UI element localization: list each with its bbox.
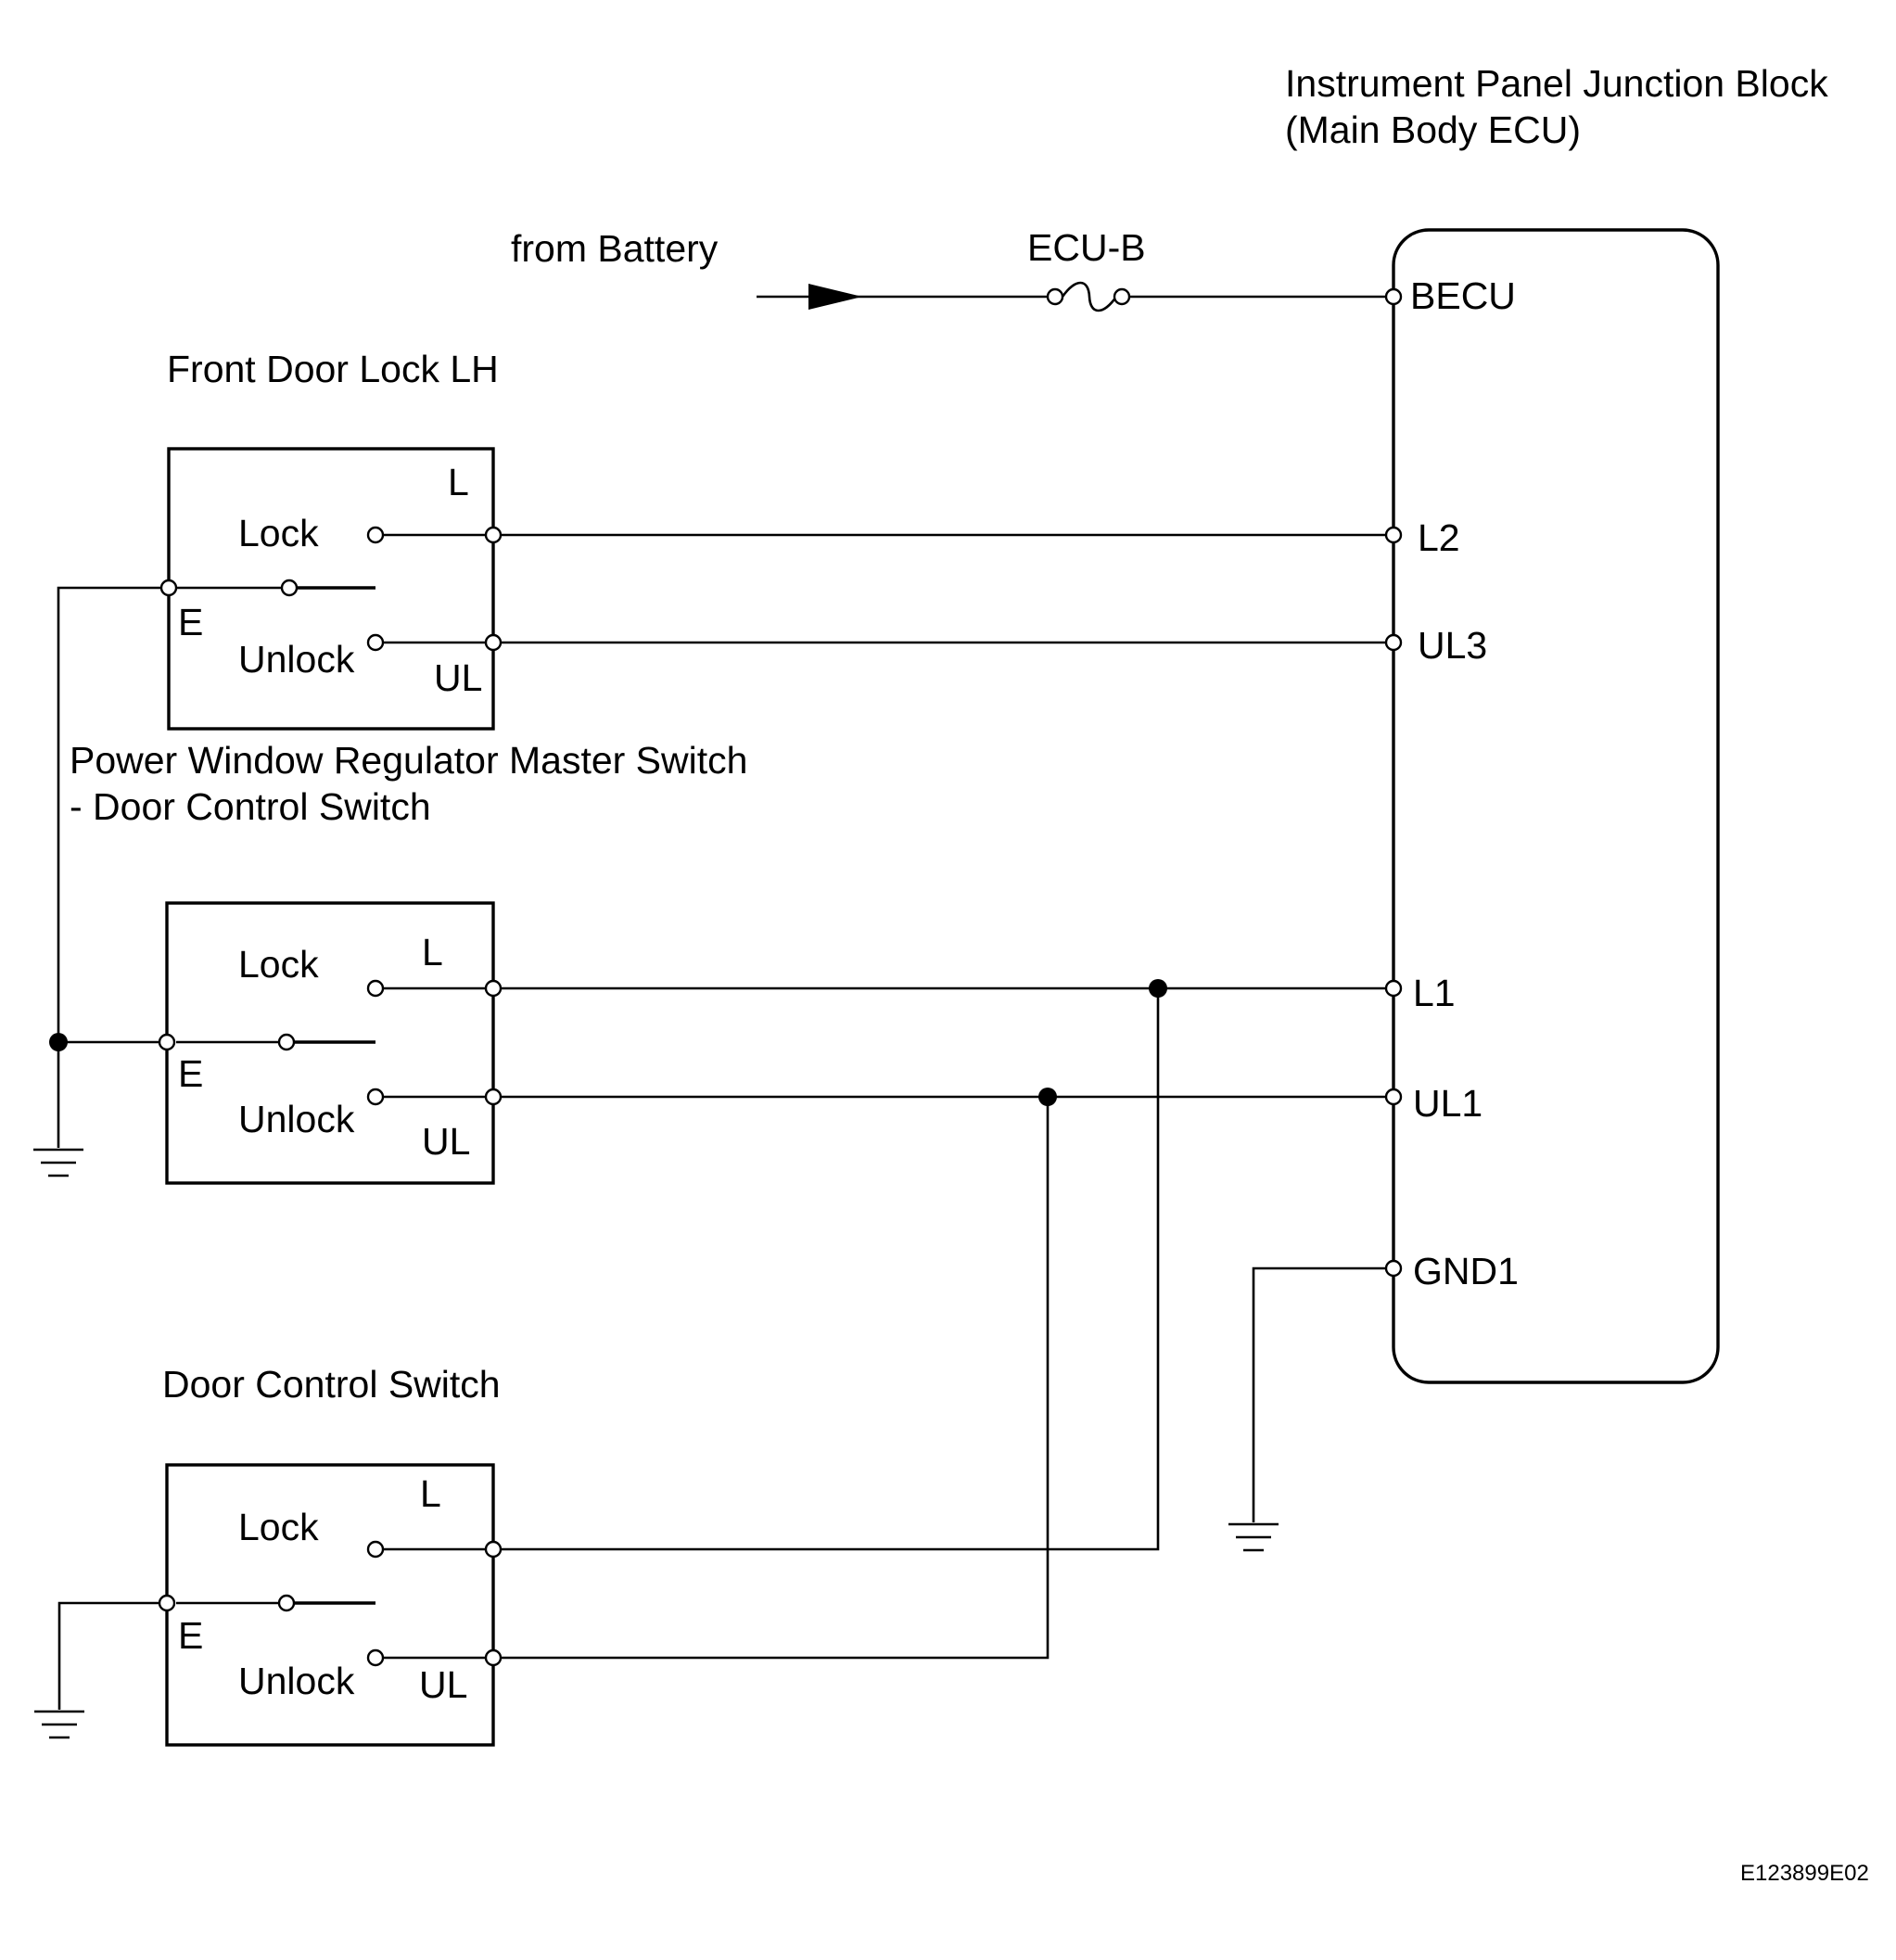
door-control-switch-switch-pivot [277, 1594, 296, 1612]
master-switch-title-line1: Power Window Regulator Master Switch [70, 739, 747, 782]
ground-icon [34, 1710, 84, 1739]
master-switch-terminal-e [158, 1033, 176, 1051]
terminal-l2 [1384, 526, 1403, 544]
wire-gnd1 [1252, 1266, 1386, 1522]
fuse-label: ECU-B [1027, 226, 1146, 269]
master-switch-lock-label: Lock [238, 943, 319, 986]
figure-code: E123899E02 [1740, 1861, 1869, 1886]
splice-ground [49, 1033, 68, 1051]
splice-l1 [1149, 979, 1167, 998]
master-switch: Power Window Regulator Master Switch - D… [70, 739, 747, 1185]
fuse-icon [1061, 281, 1118, 312]
pin-ul3: UL3 [1418, 624, 1487, 667]
wire-dcs-ground [57, 1601, 159, 1710]
harness-wires [49, 526, 1403, 1710]
pin-gnd1: GND1 [1413, 1250, 1519, 1292]
battery-arrow-icon [808, 284, 862, 310]
ground-icon [1228, 1522, 1279, 1552]
battery-feed: from Battery ECU-B [511, 226, 1403, 312]
master-switch-unlock-label: Unlock [238, 1098, 355, 1140]
fuse-terminal-left [1046, 287, 1064, 306]
door-control-switch-title: Door Control Switch [162, 1363, 501, 1406]
master-switch-pin-l: L [422, 931, 443, 974]
master-switch-pin-e: E [178, 1052, 203, 1095]
master-switch-contact-lock [366, 979, 385, 998]
pin-l2: L2 [1418, 516, 1460, 559]
terminal-ul1 [1384, 1088, 1403, 1106]
master-switch-contact-unlock [366, 1088, 385, 1106]
pin-ul1: UL1 [1413, 1082, 1482, 1125]
door-control-switch-lock-label: Lock [238, 1506, 319, 1548]
door-control-switch-contact-unlock [366, 1648, 385, 1667]
door-control-switch-terminal-e [158, 1594, 176, 1612]
master-switch-pin-ul: UL [422, 1120, 470, 1163]
front-door-lock-pin-ul: UL [434, 656, 482, 699]
front-door-lock-lock-label: Lock [238, 512, 319, 554]
front-door-lock-terminal-e [159, 579, 178, 597]
front-door-lock-unlock-label: Unlock [238, 638, 355, 681]
ecu-block: Instrument Panel Junction Block (Main Bo… [1285, 62, 1828, 1384]
door-control-switch-terminal-l [484, 1540, 503, 1559]
splice-ul1 [1038, 1088, 1057, 1106]
pin-l1: L1 [1413, 972, 1456, 1014]
master-switch-terminal-l [484, 979, 503, 998]
ecu-body [1392, 228, 1720, 1384]
door-control-switch-terminal-ul [484, 1648, 503, 1667]
ground-icon [33, 1148, 83, 1177]
front-door-lock: Front Door Lock LH L Lock E Unlock UL [159, 348, 503, 731]
terminal-gnd1 [1384, 1259, 1403, 1278]
terminal-l1 [1384, 979, 1403, 998]
door-control-switch-unlock-label: Unlock [238, 1660, 355, 1702]
front-door-lock-title: Front Door Lock LH [167, 348, 499, 390]
front-door-lock-contact-unlock [366, 633, 385, 652]
front-door-lock-terminal-ul [484, 633, 503, 652]
ecu-title-line1: Instrument Panel Junction Block [1285, 62, 1828, 105]
master-switch-switch-pivot [277, 1033, 296, 1051]
wire-dcs-l-branch [501, 988, 1160, 1551]
wire-front-lock-ground [57, 586, 161, 1148]
front-door-lock-pin-e: E [178, 601, 203, 643]
door-control-switch-pin-ul: UL [419, 1663, 467, 1706]
wire-dcs-ul-branch [501, 1097, 1050, 1660]
battery-label: from Battery [511, 227, 719, 270]
door-control-switch-pin-e: E [178, 1614, 203, 1657]
front-door-lock-contact-lock [366, 526, 385, 544]
pin-becu: BECU [1410, 274, 1516, 317]
terminal-becu [1384, 287, 1403, 306]
door-control-switch-contact-lock [366, 1540, 385, 1559]
door-control-switch-pin-l: L [420, 1472, 441, 1515]
front-door-lock-terminal-l [484, 526, 503, 544]
door-control-switch: Door Control Switch L Lock E Unlock UL [158, 1363, 503, 1747]
master-switch-title-line2: - Door Control Switch [70, 785, 431, 828]
terminal-ul3 [1384, 633, 1403, 652]
fuse-terminal-right [1113, 287, 1131, 306]
ecu-title-line2: (Main Body ECU) [1285, 108, 1581, 151]
front-door-lock-switch-pivot [280, 579, 299, 597]
master-switch-terminal-ul [484, 1088, 503, 1106]
front-door-lock-pin-l: L [448, 461, 469, 503]
